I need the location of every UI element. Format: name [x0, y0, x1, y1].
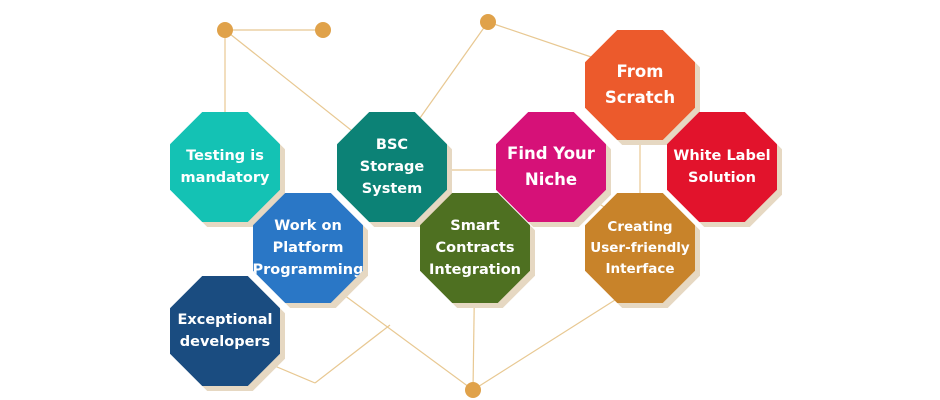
node-testing-is-mandatory: Testing is mandatory [170, 112, 285, 227]
node-label: Creating User-friendly Interface [590, 218, 690, 277]
node-bsc-storage-system: BSC Storage System [337, 112, 452, 227]
connector-line [472, 299, 616, 391]
node-work-on-platform-programming: Work on Platform Programming [252, 193, 368, 308]
node-from-scratch: From Scratch [585, 30, 700, 145]
connector-dot [315, 22, 331, 38]
node-label: White Label Solution [673, 148, 771, 186]
connector-line [314, 324, 391, 384]
node-label: Find Your Niche [507, 144, 595, 189]
node-white-label-solution: White Label Solution [667, 112, 782, 227]
connector-dot [217, 22, 233, 38]
connector-line [414, 21, 489, 126]
node-label: Testing is mandatory [180, 148, 270, 186]
node-exceptional-developers: Exceptional developers [170, 276, 285, 391]
connector-line [487, 21, 601, 61]
node-find-your-niche: Find Your Niche [496, 112, 611, 227]
node-label: Work on Platform Programming [252, 218, 364, 278]
node-smart-contracts-integration: Smart Contracts Integration [420, 193, 535, 308]
node-label: Exceptional developers [177, 312, 273, 350]
node-label: Smart Contracts Integration [429, 218, 521, 278]
node-label: BSC Storage System [359, 137, 425, 197]
node-creating-user-friendly-interface: Creating User-friendly Interface [585, 193, 700, 308]
connector-dot [465, 382, 481, 398]
connector-dot [480, 14, 496, 30]
node-label: From Scratch [604, 62, 676, 107]
